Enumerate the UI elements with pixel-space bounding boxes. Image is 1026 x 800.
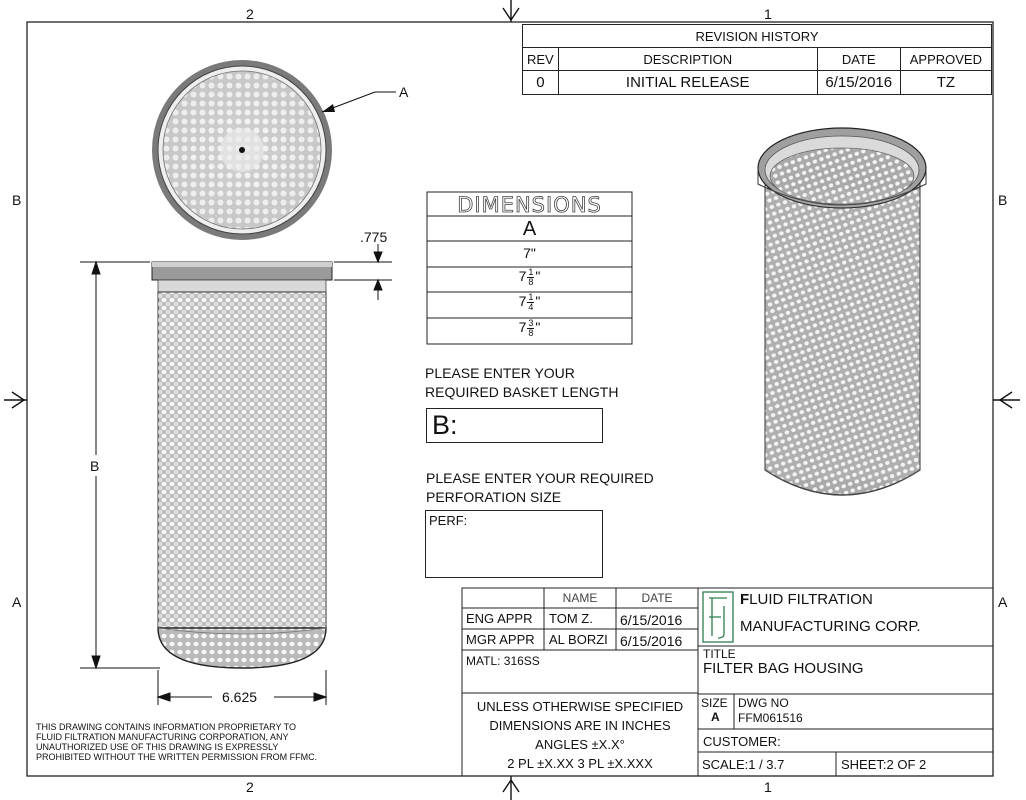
basket-length-prompt-line1: PLEASE ENTER YOUR <box>425 365 575 381</box>
dimension-diameter <box>156 670 328 705</box>
dimension-row-3-den: 4 <box>528 302 534 312</box>
scale: SCALE:1 / 3.7 <box>702 757 785 772</box>
callout-b: B <box>90 458 100 474</box>
dimension-row-2-whole: 7 <box>518 268 527 285</box>
company-logo <box>702 591 734 643</box>
revision-header-date: DATE <box>816 47 901 71</box>
tolerance-line3: ANGLES ±X.X° <box>535 737 625 752</box>
basket-length-prompt-line2: REQUIRED BASKET LENGTH <box>425 384 619 400</box>
zone-label-left-b: B <box>12 192 22 208</box>
customer-label: CUSTOMER: <box>703 734 781 749</box>
tolerance-line4: 2 PL ±X.XX 3 PL ±X.XXX <box>507 756 653 771</box>
perforation-prompt-line2: PERFORATION SIZE <box>426 489 562 505</box>
zone-label-left-a: A <box>12 594 22 610</box>
revision-header-approved: APPROVED <box>899 47 993 71</box>
proprietary-notice-line1: THIS DRAWING CONTAINS INFORMATION PROPRI… <box>36 722 297 732</box>
mgr-approval-name: AL BORZI <box>549 632 608 647</box>
eng-approval-name: TOM Z. <box>549 611 593 626</box>
center-mark-top <box>502 0 520 22</box>
dimension-lip <box>334 244 392 300</box>
revision-date: 6/15/2016 <box>816 70 901 95</box>
eng-approval-label: ENG APPR <box>466 611 533 626</box>
center-mark-bottom <box>502 776 520 800</box>
dimension-row-1: 7" <box>427 245 632 261</box>
dimension-row-2-num: 1 <box>527 267 535 278</box>
dimension-row-4-den: 8 <box>528 328 534 338</box>
perforation-field-label: PERF: <box>429 513 468 528</box>
drawing-title: FILTER BAG HOUSING <box>703 660 864 677</box>
zone-label-top-1: 1 <box>764 6 772 22</box>
dimensions-title: DIMENSIONS <box>457 193 602 218</box>
revision-approved: TZ <box>899 70 993 95</box>
proprietary-notice-line2: FLUID FILTRATION MANUFACTURING CORPORATI… <box>36 732 289 742</box>
title-block-date-header: DATE <box>641 591 673 605</box>
tolerance-line1: UNLESS OTHERWISE SPECIFIED <box>476 699 684 714</box>
dimension-row-2-den: 8 <box>528 277 534 287</box>
proprietary-notice-line3: UNAUTHORIZED USE OF THIS DRAWING IS EXPR… <box>36 742 279 752</box>
callout-lip-height: .775 <box>360 229 388 245</box>
dimension-row-4-num: 3 <box>527 318 535 329</box>
dimensions-table-grid <box>426 191 633 345</box>
revision-header-description: DESCRIPTION <box>557 47 818 71</box>
material: MATL: 316SS <box>466 654 540 668</box>
title-label: TITLE <box>703 647 736 661</box>
isometric-view <box>757 127 927 496</box>
zone-label-top-2: 2 <box>246 6 254 22</box>
zone-label-bottom-2: 2 <box>246 779 254 795</box>
sheet-number: SHEET:2 OF 2 <box>841 757 927 772</box>
dwg-no-label: DWG NO <box>738 696 789 710</box>
revision-rev: 0 <box>522 70 559 95</box>
revision-history-table: REVISION HISTORY REV DESCRIPTION DATE AP… <box>522 24 993 95</box>
basket-length-field[interactable]: B: <box>426 408 603 443</box>
revision-title: REVISION HISTORY <box>522 24 992 48</box>
dimension-b <box>80 260 160 670</box>
size-value: A <box>711 710 720 724</box>
company-name-line1: FLUID FILTRATION <box>740 591 873 608</box>
dimensions-header-a: A <box>522 218 537 240</box>
title-block-name-header: NAME <box>562 591 598 605</box>
callout-a: A <box>399 84 409 100</box>
proprietary-notice-line4: PROHIBITED WITHOUT THE WRITTEN PERMISSIO… <box>36 752 318 762</box>
basket-length-field-label: B: <box>432 410 458 440</box>
revision-header-rev: REV <box>522 47 559 71</box>
callout-diameter: 6.625 <box>222 689 258 705</box>
perforation-field[interactable]: PERF: <box>425 510 603 578</box>
company-name-rest: LUID FILTRATION <box>749 591 873 608</box>
dimension-row-4-whole: 7 <box>518 319 527 336</box>
title-block-grid <box>461 587 994 777</box>
company-initial: F <box>740 591 750 608</box>
center-mark-left <box>4 391 27 409</box>
mgr-approval-date: 6/15/2016 <box>620 633 683 649</box>
zone-label-right-a: A <box>998 594 1008 610</box>
dimension-row-3-num: 1 <box>527 292 535 303</box>
eng-approval-date: 6/15/2016 <box>620 612 683 628</box>
zone-label-bottom-1: 1 <box>764 779 772 795</box>
top-view <box>152 60 396 240</box>
tolerance-line2: DIMENSIONS ARE IN INCHES <box>489 718 671 733</box>
center-mark-right <box>993 391 1020 409</box>
company-name-line2: MANUFACTURING CORP. <box>740 618 921 635</box>
dwg-no-value: FFM061516 <box>738 711 803 725</box>
zone-label-right-b: B <box>998 192 1008 208</box>
mgr-approval-label: MGR APPR <box>466 632 535 647</box>
size-label: SIZE <box>701 696 728 710</box>
dimension-row-3-whole: 7 <box>518 293 527 310</box>
side-view <box>151 261 333 669</box>
revision-description: INITIAL RELEASE <box>557 70 818 95</box>
dimension-row-1-value: 7" <box>523 245 536 261</box>
perforation-prompt-line1: PLEASE ENTER YOUR REQUIRED <box>426 470 654 486</box>
